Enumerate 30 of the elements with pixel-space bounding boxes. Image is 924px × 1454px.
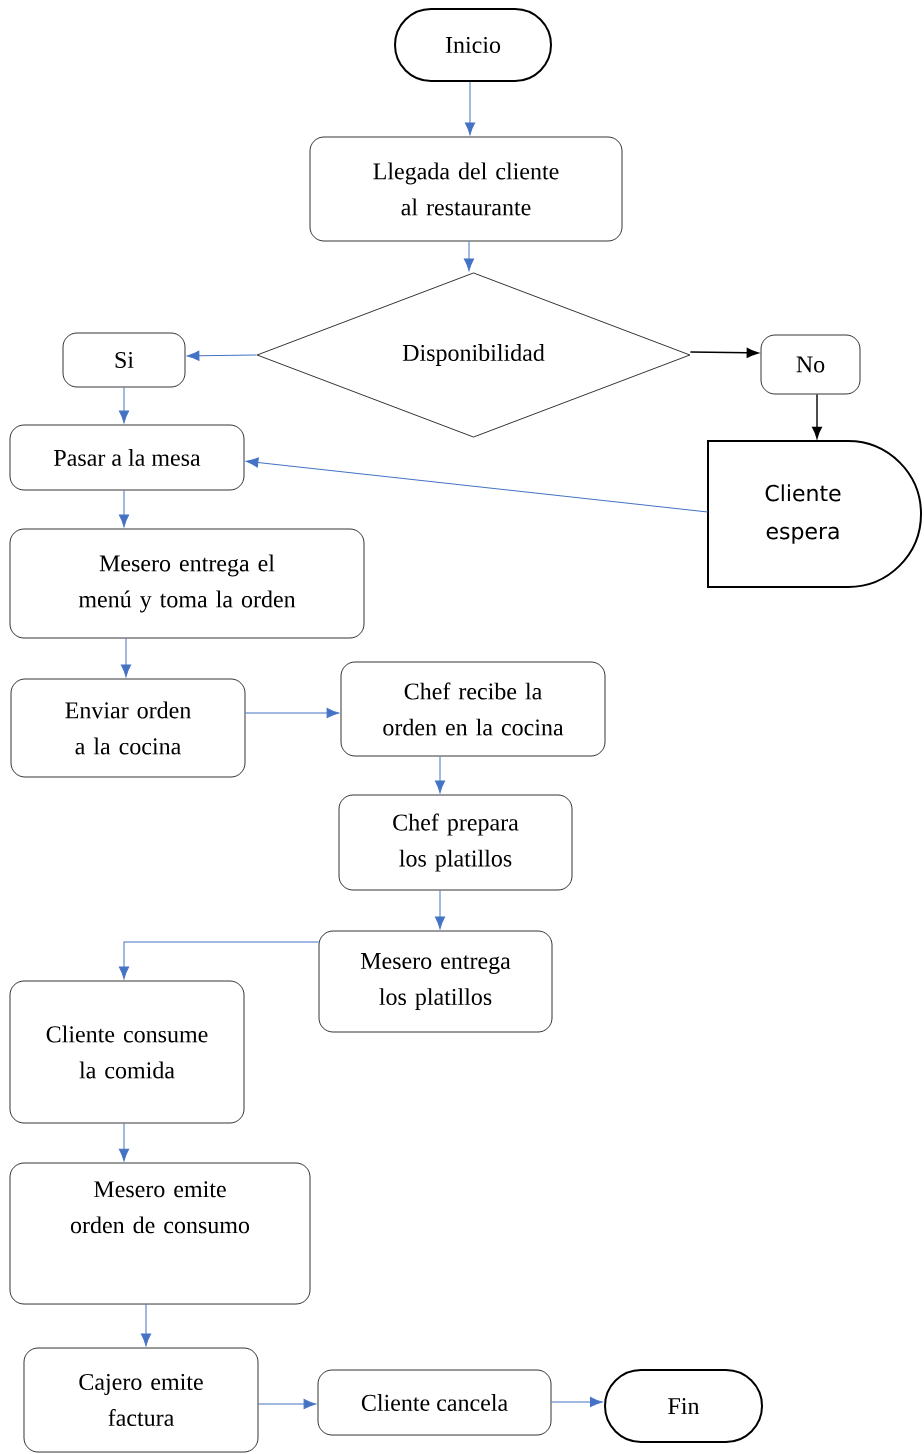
arrow: [118, 941, 320, 980]
arrow: [245, 457, 709, 513]
arrow: [118, 489, 130, 528]
arrow: [140, 1303, 152, 1347]
arrow: [257, 1398, 317, 1410]
arrow: [118, 386, 130, 424]
arrow: [434, 755, 446, 794]
process-box: Chef prepara los platillos: [338, 794, 573, 891]
arrow: [118, 1122, 130, 1162]
process-box: Llegada del cliente al restaurante: [309, 136, 623, 242]
arrow: [244, 707, 340, 719]
process-box: Cliente cancela: [317, 1369, 552, 1436]
arrow: [689, 347, 759, 358]
arrow: [463, 240, 475, 271]
process-box: Enviar orden a la cocina: [10, 678, 246, 778]
process-box: Chef recibe la orden en la cocina: [340, 661, 606, 757]
process-box: Cajero emite factura: [23, 1347, 259, 1453]
process-box: Mesero emite orden de consumo: [9, 1162, 311, 1305]
process-box: Si: [62, 332, 186, 388]
arrow: [434, 889, 446, 930]
process-box: Mesero entrega los platillos: [318, 930, 553, 1033]
arrow: [550, 1396, 603, 1408]
arrow: [120, 637, 132, 678]
process-box: Pasar a la mesa: [9, 424, 245, 491]
arrow: [186, 350, 258, 361]
arrow: [812, 393, 822, 439]
process-box: Cliente consume la comida: [9, 980, 245, 1124]
arrow: [464, 81, 476, 136]
process-box: No: [760, 334, 861, 395]
process-box: Mesero entrega el menú y toma la orden: [9, 528, 365, 639]
